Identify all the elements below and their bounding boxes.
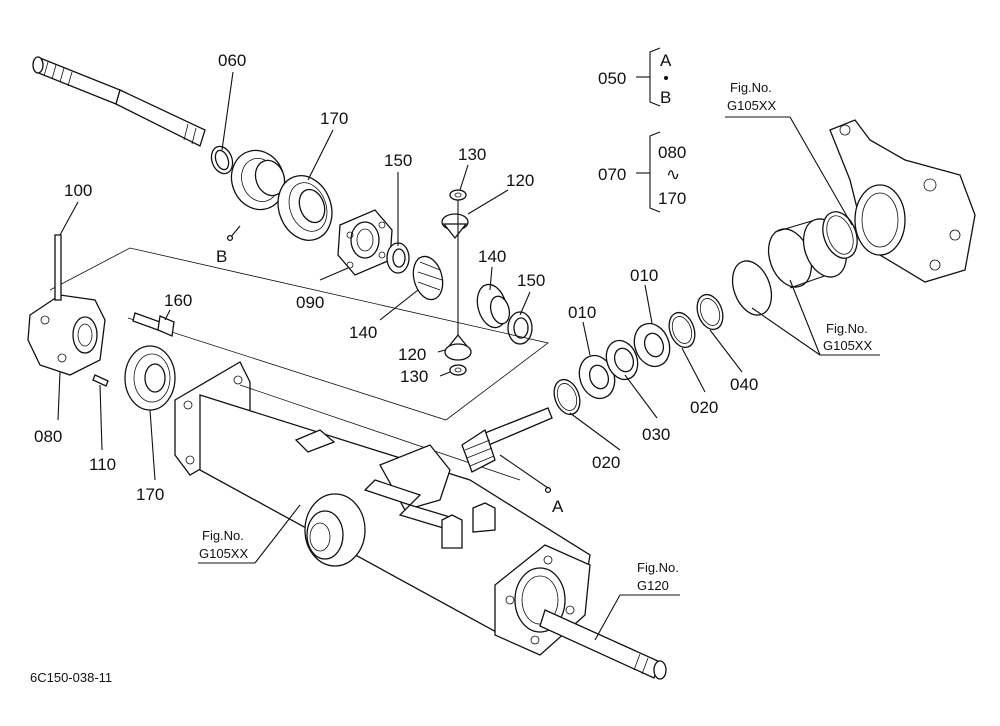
washer-130-top [449, 189, 467, 201]
label-130-top: 130 [458, 145, 486, 164]
pinion-120-bottom [444, 333, 472, 361]
label-060: 060 [218, 51, 246, 70]
ref-dot-a [544, 486, 552, 494]
pin-110 [92, 374, 109, 387]
diff-group-outline [49, 247, 549, 421]
bearing-170-bottom [124, 345, 176, 411]
label-070: 070 [598, 165, 626, 184]
label-140-left: 140 [349, 323, 377, 342]
ring-040 [696, 293, 724, 331]
brace-050 [636, 47, 668, 107]
upper-shaft [32, 56, 206, 147]
label-050: 050 [598, 69, 626, 88]
shim-020-a [553, 378, 581, 416]
bearing-170-top [277, 175, 333, 241]
label-140-right: 140 [478, 247, 506, 266]
label-130-bottom: 130 [400, 367, 428, 386]
shim-020-b [668, 311, 696, 349]
o-ring [731, 260, 773, 316]
housing-080 [27, 294, 106, 376]
right-housing [829, 119, 976, 283]
range-start: 080 [658, 143, 686, 162]
spacer-030 [605, 339, 639, 381]
label-120-top: 120 [506, 171, 534, 190]
leader-lines [57, 71, 880, 641]
figref-top-right-title: Fig.No. [730, 80, 772, 95]
bolt-160 [132, 312, 175, 337]
washer-130-bottom [449, 364, 467, 376]
figure-code: 6C150-038-11 [30, 670, 112, 685]
flange-090 [337, 209, 393, 276]
bevel-gear-140-right [476, 283, 511, 329]
bottom-axle-shaft [539, 609, 667, 680]
label-080: 080 [34, 427, 62, 446]
pinion-shaft [461, 407, 553, 473]
brace-050-b: B [660, 88, 671, 107]
range-end: 170 [658, 189, 686, 208]
label-170-top: 170 [320, 109, 348, 128]
bearing-010-a [578, 354, 616, 400]
label-090: 090 [296, 293, 324, 312]
label-020-a: 020 [592, 453, 620, 472]
figref-left-code: G105XX [199, 546, 248, 561]
label-010-a: 010 [568, 303, 596, 322]
brace-050-a: A [660, 51, 672, 70]
ref-dot-b [226, 234, 234, 242]
range-sep: ∿ [666, 165, 680, 184]
figref-bottom-code: G120 [637, 578, 669, 593]
label-040: 040 [730, 375, 758, 394]
figref-mid-right-code: G105XX [823, 338, 872, 353]
figref-mid-right-title: Fig.No. [826, 321, 868, 336]
bevel-gear-140-left [412, 255, 444, 301]
figref-top-right-code: G105XX [727, 98, 776, 113]
label-030: 030 [642, 425, 670, 444]
axle-housing [174, 361, 591, 656]
figref-bottom-title: Fig.No. [637, 560, 679, 575]
label-160: 160 [164, 291, 192, 310]
label-120-bottom: 120 [398, 345, 426, 364]
label-020-b: 020 [690, 398, 718, 417]
pin-100 [54, 234, 62, 301]
pinion-120-top [441, 213, 469, 240]
figref-left-title: Fig.No. [202, 528, 244, 543]
label-ref-a: A [552, 497, 564, 516]
brace-070 [636, 131, 661, 213]
label-110: 110 [89, 455, 116, 474]
bearing-010-b [633, 322, 671, 368]
spur-gear [230, 149, 286, 211]
label-ref-b: B [216, 247, 227, 266]
label-010-b: 010 [630, 266, 658, 285]
label-100: 100 [64, 181, 92, 200]
gasket-ring [822, 211, 858, 259]
label-150-right: 150 [517, 271, 545, 290]
label-150-top: 150 [384, 151, 412, 170]
label-170-bottom: 170 [136, 485, 164, 504]
